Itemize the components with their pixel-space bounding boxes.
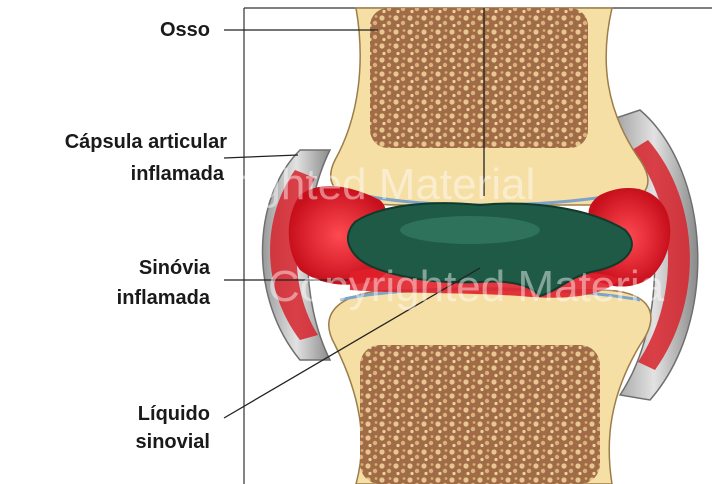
label-bone: Osso <box>160 18 210 42</box>
leader-line-capsule <box>224 155 298 158</box>
label-synovium-line2: inflamada <box>117 286 210 310</box>
label-fluid-line1: Líquido <box>138 402 210 426</box>
upper-spongy-bone <box>370 8 588 148</box>
label-capsule-line2: inflamada <box>131 162 224 186</box>
fluid-highlight <box>400 216 540 244</box>
lower-spongy-bone <box>360 345 600 484</box>
label-capsule-line1: Cápsula articular <box>65 130 227 154</box>
label-fluid-line2: sinovial <box>136 430 210 454</box>
label-synovium-line1: Sinóvia <box>139 256 210 280</box>
